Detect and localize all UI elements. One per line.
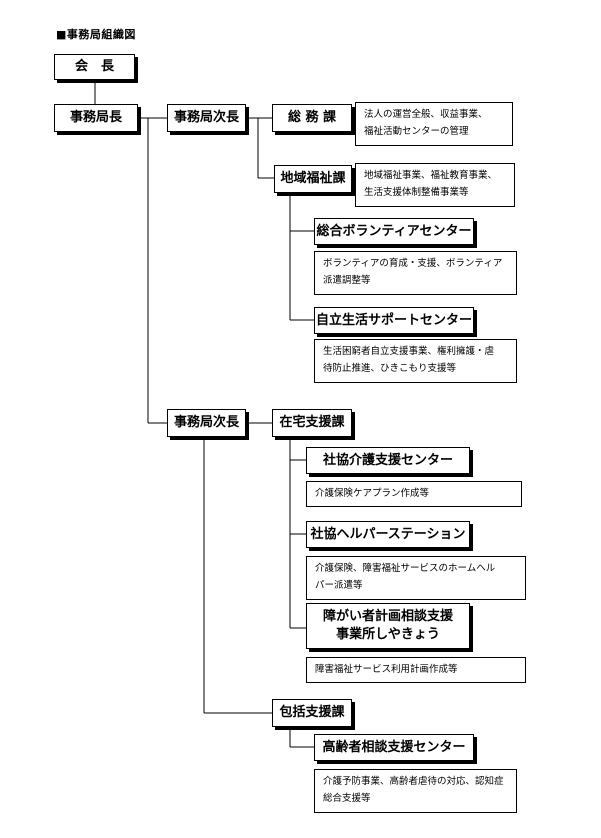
- planning-consultation-office-description: 障害福祉サービス利用計画作成等: [306, 657, 526, 683]
- helper-station-box: 社協ヘルパーステーション: [306, 521, 470, 548]
- comprehensive-support-box: 包括支援課: [272, 699, 352, 727]
- secretary-general-box: 事務局長: [54, 104, 138, 132]
- volunteer-center-description: ボランティアの育成・支援、ボランティア 派遣調整等: [314, 251, 517, 295]
- independence-support-center-description: 生活困窮者自立支援事業、権利擁護・虐 待防止推進、ひきこもり支援等: [314, 339, 517, 383]
- care-support-center-description: 介護保険ケアプラン作成等: [306, 481, 522, 507]
- community-welfare-description: 地域福祉事業、福祉教育事業、 生活支援体制整備事業等: [355, 163, 515, 207]
- planning-consultation-office-box: 障がい者計画相談支援 事業所しやきょう: [306, 603, 470, 649]
- elderly-consultation-center-description: 介護予防事業、高齢者虐待の対応、認知症 総合支援等: [314, 769, 517, 813]
- volunteer-center-box: 総合ボランティアセンター: [314, 218, 474, 245]
- helper-station-description: 介護保険、障害福祉サービスのホームヘル パー派遣等: [306, 556, 526, 600]
- deputy-director-2-box: 事務局次長: [167, 409, 246, 437]
- home-support-box: 在宅支援課: [272, 409, 352, 437]
- elderly-consultation-center-box: 高齢者相談支援センター: [314, 734, 474, 761]
- independence-support-center-box: 自立生活サポートセンター: [314, 307, 474, 334]
- chairman-box: 会 長: [54, 54, 135, 80]
- general-affairs-description: 法人の運営全般、収益事業、 福祉活動センターの管理: [355, 102, 513, 146]
- general-affairs-box: 総 務 課: [272, 104, 352, 132]
- community-welfare-box: 地域福祉課: [274, 165, 352, 193]
- page-title: ■事務局組織図: [56, 28, 136, 41]
- deputy-director-1-box: 事務局次長: [167, 104, 246, 132]
- care-support-center-box: 社協介護支援センター: [306, 447, 470, 474]
